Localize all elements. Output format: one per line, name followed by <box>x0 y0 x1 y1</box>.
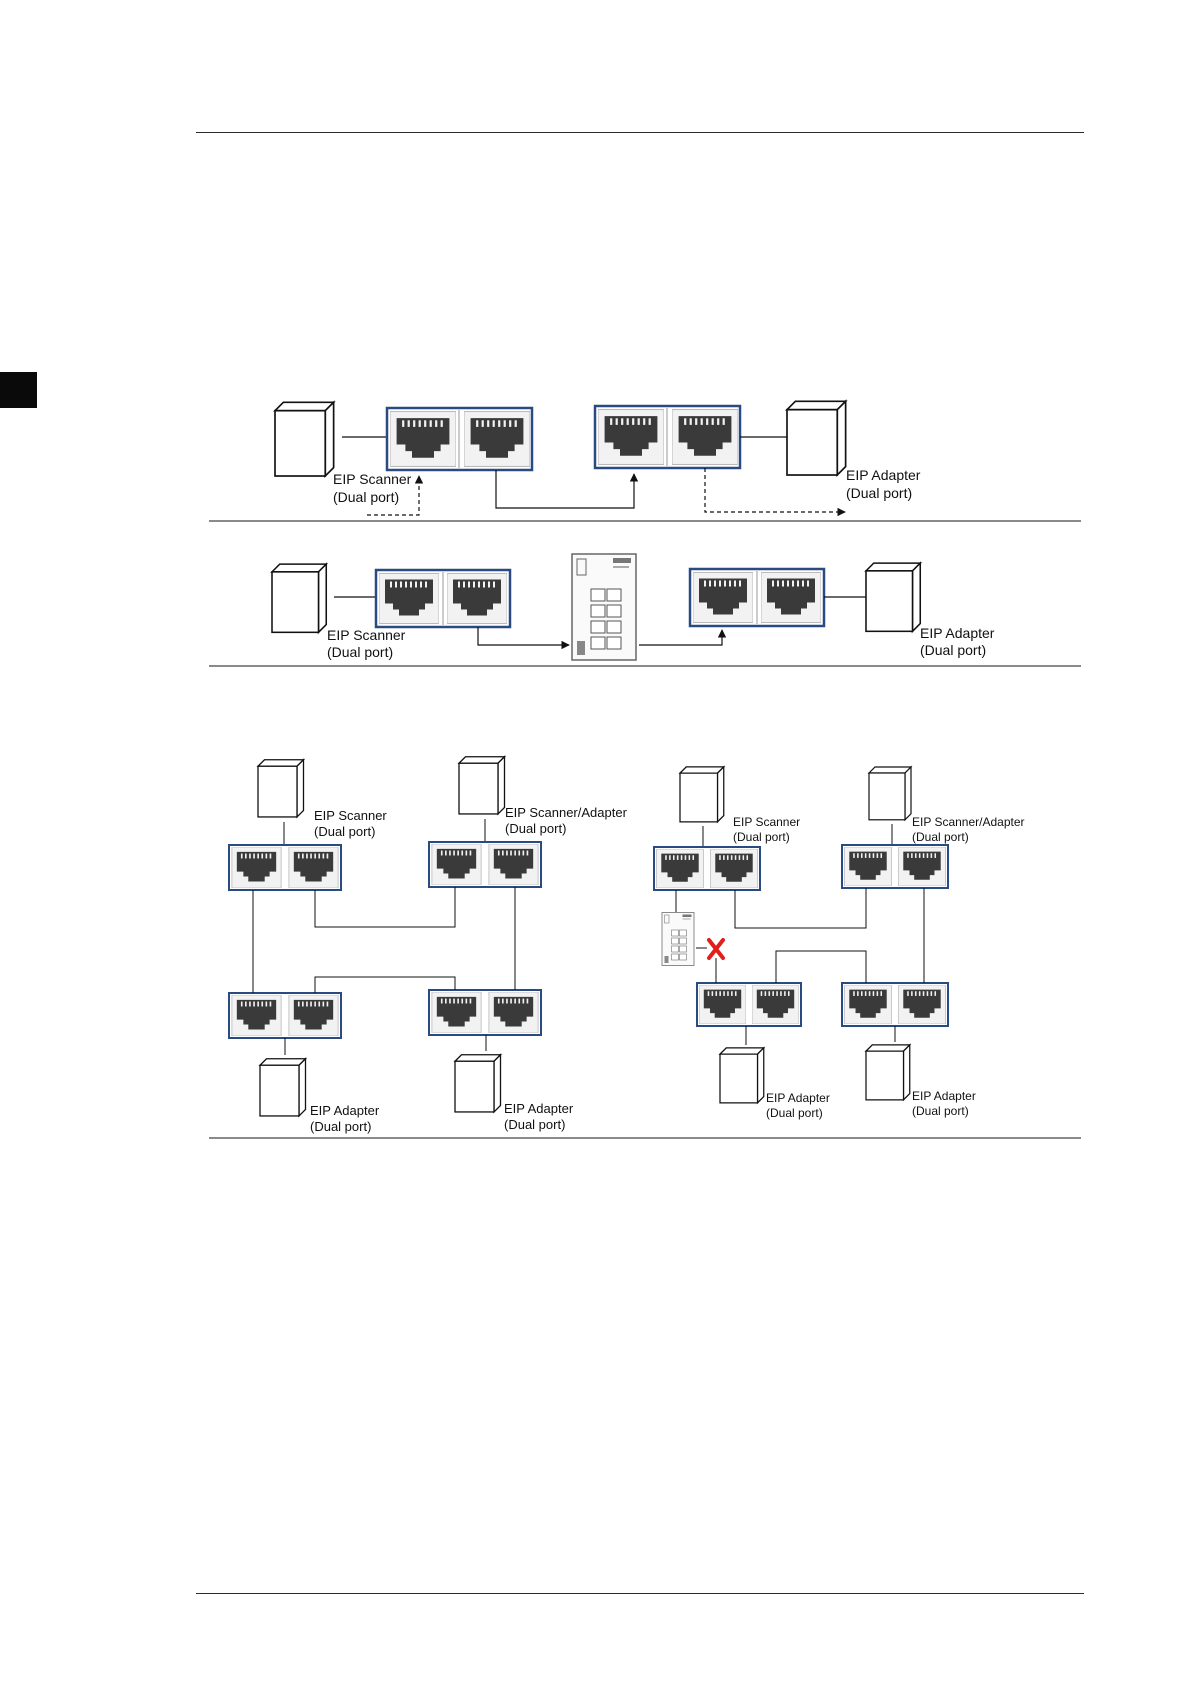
label-dual-port: (Dual port) <box>766 1106 823 1120</box>
rj45-port-icon <box>761 572 821 623</box>
rj45-port-icon <box>898 985 946 1024</box>
rj45-port-icon <box>231 847 282 888</box>
label-dual-port: (Dual port) <box>920 642 986 658</box>
scanner-device-icon <box>274 401 335 477</box>
adapter-device-icon <box>454 1054 502 1113</box>
adapter-device-icon <box>259 1058 307 1117</box>
label-scanner-adapter: EIP Scanner/Adapter <box>912 815 1025 829</box>
label-adapter: EIP Adapter <box>504 1101 574 1116</box>
label-dual-port: (Dual port) <box>310 1119 371 1134</box>
rj45-port-icon <box>464 411 530 467</box>
ring-cables <box>252 887 516 993</box>
label-scanner: EIP Scanner <box>327 627 406 643</box>
rj45-port-icon <box>710 849 758 888</box>
ethernet-switch-icon <box>571 553 637 661</box>
ring-cables <box>715 888 925 983</box>
label-scanner: EIP Scanner <box>314 808 387 823</box>
label-dual-port: (Dual port) <box>333 489 399 505</box>
diagram-via-switch: EIP Scanner (Dual port) EIP Adapter (Dua… <box>271 553 995 661</box>
rj45-port-icon <box>447 573 507 624</box>
scanner-device-icon <box>271 563 328 634</box>
rj45-port-icon <box>288 847 339 888</box>
label-dual-port: (Dual port) <box>314 824 375 839</box>
label-dual-port: (Dual port) <box>912 1104 969 1118</box>
ethernet-switch-icon <box>661 912 695 966</box>
rj45-port-icon <box>844 847 892 886</box>
rj45-port-icon <box>431 992 482 1033</box>
rj45-port-icon <box>288 995 339 1036</box>
label-scanner: EIP Scanner <box>733 815 800 829</box>
diagram-ring: EIP Scanner (Dual port) EIP Scanner/Adap… <box>228 756 628 1134</box>
diagram-ring-broken: EIP Scanner (Dual port) EIP Scanner/Adap… <box>653 766 1025 1120</box>
red-x-icon <box>707 938 725 960</box>
rj45-port-icon <box>379 573 439 624</box>
adapter-device-icon <box>865 1044 911 1101</box>
scanner-adapter-device-icon <box>458 756 506 815</box>
label-dual-port: (Dual port) <box>846 485 912 501</box>
rj45-port-icon <box>699 985 746 1024</box>
footer-rule <box>196 1593 1084 1594</box>
label-dual-port: (Dual port) <box>505 821 566 836</box>
rj45-port-icon <box>844 985 892 1024</box>
rj45-port-icon <box>431 844 482 885</box>
diagram-daisy-chain: EIP Scanner (Dual port) EIP Adapter (Dua… <box>274 400 921 517</box>
chapter-tab <box>0 372 37 408</box>
rj45-port-icon <box>898 847 946 886</box>
label-adapter: EIP Adapter <box>310 1103 380 1118</box>
label-adapter: EIP Adapter <box>912 1089 976 1103</box>
rj45-port-icon <box>693 572 753 623</box>
scanner-device-icon <box>679 766 725 823</box>
rj45-port-icon <box>672 409 738 465</box>
adapter-device-icon <box>719 1047 765 1104</box>
rj45-port-icon <box>390 411 456 467</box>
label-scanner: EIP Scanner <box>333 471 412 487</box>
label-dual-port: (Dual port) <box>733 830 790 844</box>
label-dual-port: (Dual port) <box>504 1117 565 1132</box>
label-adapter: EIP Adapter <box>846 467 921 483</box>
label-adapter: EIP Adapter <box>920 625 995 641</box>
adapter-device-icon <box>786 400 847 476</box>
rj45-port-icon <box>598 409 664 465</box>
rj45-port-icon <box>488 844 539 885</box>
scanner-adapter-device-icon <box>868 766 912 821</box>
label-scanner-adapter: EIP Scanner/Adapter <box>505 805 628 820</box>
rj45-port-icon <box>488 992 539 1033</box>
rj45-port-icon <box>656 849 704 888</box>
adapter-device-icon <box>865 562 922 633</box>
label-dual-port: (Dual port) <box>912 830 969 844</box>
label-dual-port: (Dual port) <box>327 644 393 660</box>
rj45-port-icon <box>231 995 282 1036</box>
scanner-device-icon <box>257 759 305 818</box>
header-rule <box>196 132 1084 133</box>
label-adapter: EIP Adapter <box>766 1091 830 1105</box>
rj45-port-icon <box>752 985 799 1024</box>
